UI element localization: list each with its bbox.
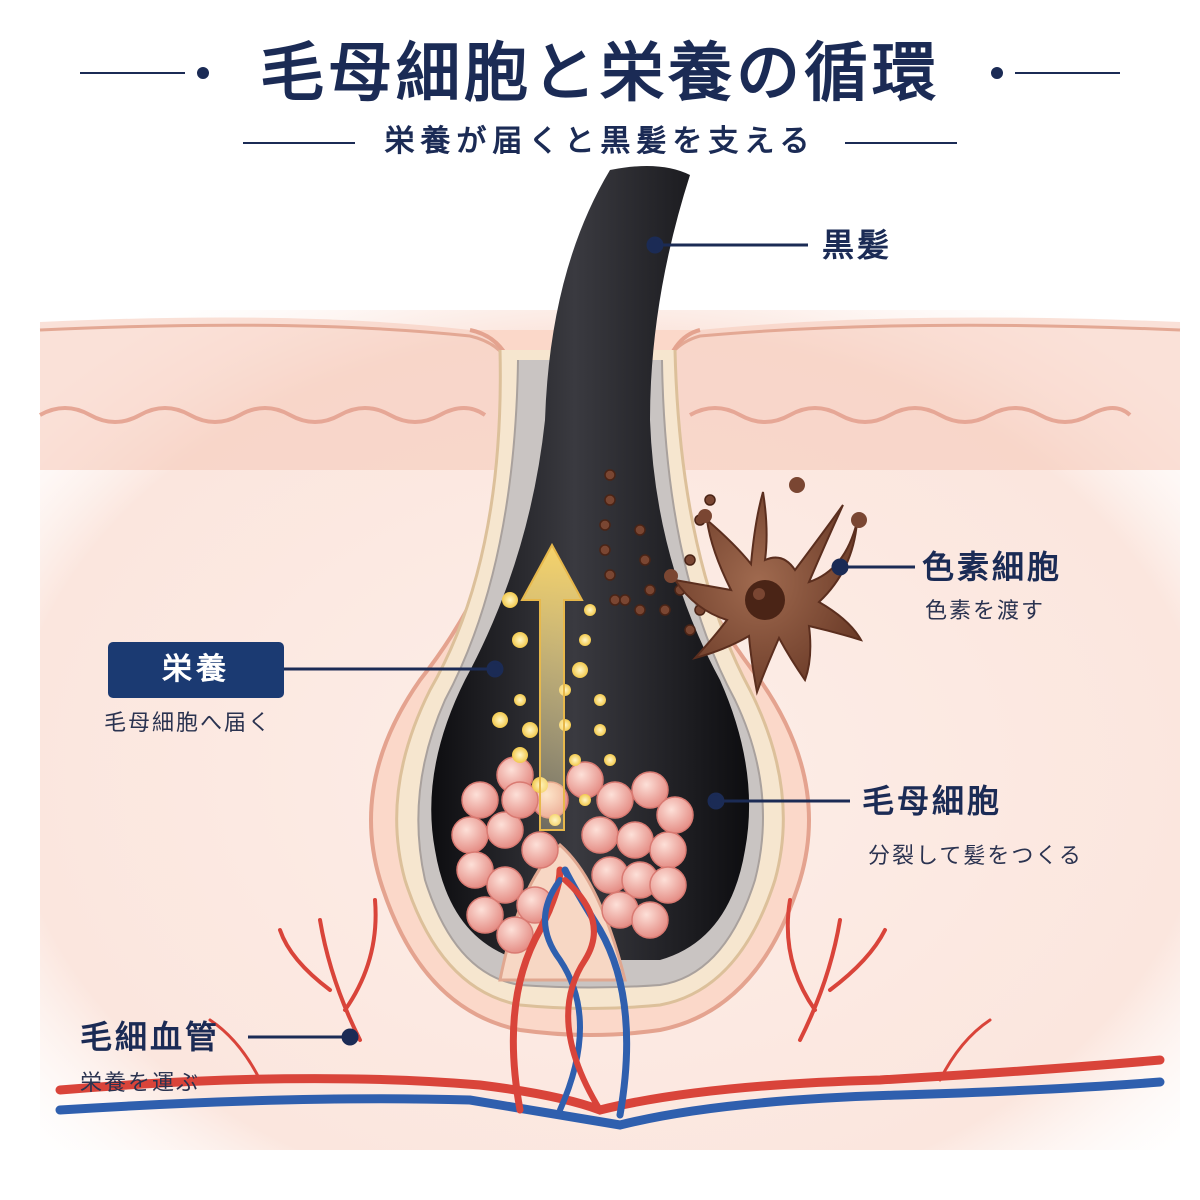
nutrient-particle bbox=[512, 632, 528, 648]
matrix-cell bbox=[649, 831, 687, 869]
label-nutrition-badge: 栄養 bbox=[108, 642, 284, 698]
pigment-granule bbox=[704, 494, 716, 506]
page-subtitle: 栄養が届くと黒髪を支える bbox=[384, 124, 816, 159]
nutrient-particle bbox=[604, 754, 616, 766]
title-rules bbox=[80, 67, 1120, 144]
matrix-cell bbox=[616, 821, 654, 859]
nutrient-particle bbox=[579, 634, 591, 646]
pigment-granule bbox=[604, 469, 616, 481]
matrix-cell bbox=[631, 901, 669, 939]
label-matrix-cell-desc: 分裂して髪をつくる bbox=[868, 844, 1083, 869]
matrix-cell bbox=[486, 866, 524, 904]
nutrient-particle bbox=[514, 694, 526, 706]
pigment-granule bbox=[619, 594, 631, 606]
nutrient-particle bbox=[569, 754, 581, 766]
nutrient-particle bbox=[584, 604, 596, 616]
label-melanocyte-desc: 色素を渡す bbox=[925, 599, 1046, 624]
matrix-cell bbox=[566, 761, 604, 799]
pigment-granule bbox=[599, 544, 611, 556]
label-black-hair: 黒髪 bbox=[822, 226, 893, 264]
pigment-granule bbox=[684, 554, 696, 566]
nutrient-particle bbox=[572, 662, 588, 678]
epidermis-left bbox=[40, 317, 525, 470]
nutrient-particle bbox=[579, 794, 591, 806]
matrix-cell bbox=[581, 816, 619, 854]
capillaries bbox=[55, 866, 1165, 1130]
basal-wave-left bbox=[39, 406, 487, 424]
pigment-granule bbox=[644, 584, 656, 596]
matrix-cells bbox=[451, 756, 694, 954]
pigment-granule bbox=[609, 594, 621, 606]
arrow-up-icon bbox=[520, 542, 584, 831]
matrix-cell bbox=[451, 816, 489, 854]
nutrient-particle bbox=[522, 722, 538, 738]
page-title: 毛母細胞と栄養の循環 bbox=[260, 36, 940, 111]
matrix-cell bbox=[496, 916, 534, 954]
label-capillary: 毛細血管 bbox=[80, 1018, 221, 1056]
leader-lines bbox=[248, 236, 915, 1046]
label-nutrition-desc: 毛母細胞へ届く bbox=[104, 711, 273, 736]
matrix-cell bbox=[501, 781, 539, 819]
pigment-granules bbox=[599, 469, 716, 636]
nutrient-particle bbox=[502, 592, 518, 608]
matrix-cell bbox=[466, 896, 504, 934]
melanocyte-cell-icon bbox=[664, 477, 867, 696]
matrix-cell bbox=[631, 771, 669, 809]
basal-wave-right bbox=[689, 406, 1132, 424]
nutrient-particle bbox=[594, 724, 606, 736]
pigment-granule bbox=[639, 554, 651, 566]
label-matrix-cell: 毛母細胞 bbox=[862, 782, 1003, 820]
pigment-granule bbox=[634, 524, 646, 536]
matrix-cell bbox=[596, 781, 634, 819]
pigment-granule bbox=[684, 624, 696, 636]
matrix-cell bbox=[521, 831, 559, 869]
matrix-cell bbox=[456, 851, 494, 889]
nutrient-particle bbox=[492, 712, 508, 728]
pigment-granule bbox=[599, 519, 611, 531]
matrix-cell bbox=[486, 811, 524, 849]
epidermis-right bbox=[655, 317, 1180, 470]
pigment-granule bbox=[604, 569, 616, 581]
pigment-granule bbox=[604, 494, 616, 506]
matrix-cell bbox=[656, 796, 694, 834]
matrix-cell bbox=[461, 781, 499, 819]
nutrient-particle bbox=[512, 747, 528, 763]
pigment-granule bbox=[634, 604, 646, 616]
pigment-granule bbox=[659, 604, 671, 616]
label-melanocyte: 色素細胞 bbox=[922, 548, 1063, 586]
nutrient-particle bbox=[594, 694, 606, 706]
matrix-cell bbox=[649, 866, 687, 904]
label-capillary-desc: 栄養を運ぶ bbox=[80, 1071, 201, 1096]
